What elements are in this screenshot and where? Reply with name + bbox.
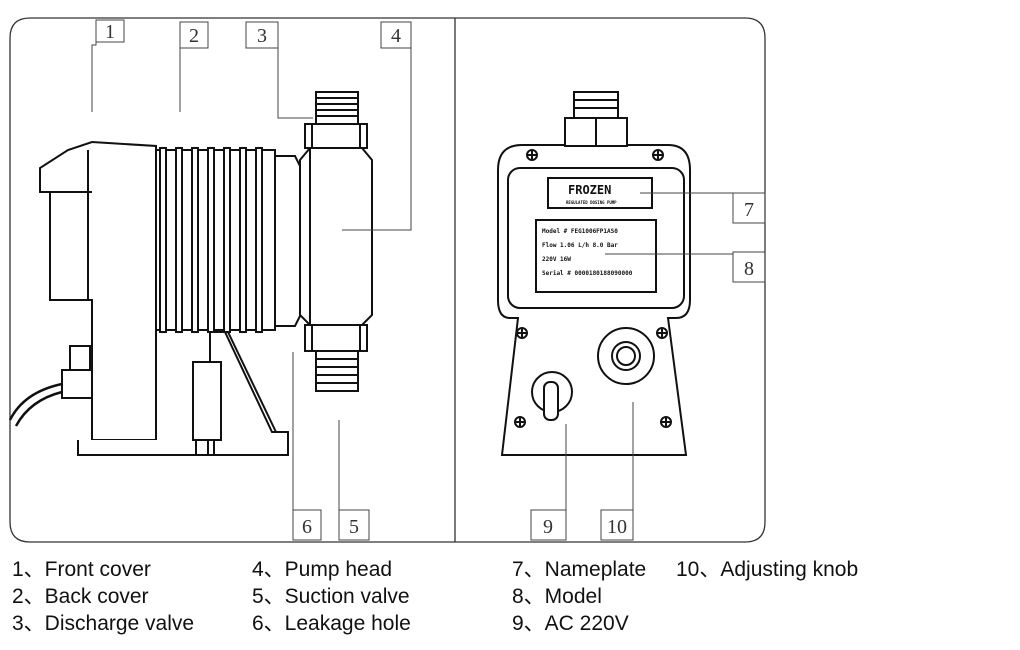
callout-10: 10 (607, 516, 627, 538)
callout-numbers: 1 2 3 4 5 6 7 8 9 10 (105, 21, 754, 538)
legend-column-2: 4、Pump head 5、Suction valve 6、Leakage ho… (252, 556, 411, 637)
callout-6: 6 (302, 516, 312, 538)
callout-8: 8 (744, 258, 754, 280)
model-plate-line-1: Model # FEG1006FP1AS0 (542, 228, 618, 235)
callout-leaders (91, 19, 766, 541)
screws (514, 149, 672, 428)
legend-item-model: 8、Model (512, 585, 602, 608)
nameplate-brand-sub: REGULATED DOSING PUMP (566, 200, 617, 205)
callout-9: 9 (543, 516, 553, 538)
legend-item-adjusting-knob: 10、Adjusting knob (676, 558, 859, 581)
side-view-pump (8, 91, 373, 456)
legend-item-front-cover: 1、Front cover (12, 558, 151, 581)
legend-item-back-cover: 2、Back cover (12, 585, 149, 608)
callout-4: 4 (391, 25, 401, 47)
model-plate-line-2: Flow 1.06 L/h 8.0 Bar (542, 242, 618, 249)
legend-column-4: 10、Adjusting knob (676, 556, 858, 583)
model-plate-line-3: 220V 16W (542, 256, 571, 263)
legend-column-1: 1、Front cover 2、Back cover 3、Discharge v… (12, 556, 194, 637)
legend-item-discharge-valve: 3、Discharge valve (12, 612, 195, 635)
legend-item-leakage-hole: 6、Leakage hole (252, 612, 411, 635)
front-view-pump (497, 91, 691, 456)
legend-item-pump-head: 4、Pump head (252, 558, 393, 581)
diagram-frame (9, 17, 766, 543)
callout-5: 5 (349, 516, 359, 538)
legend-item-nameplate: 7、Nameplate (512, 558, 647, 581)
callout-7: 7 (744, 199, 754, 221)
callout-3: 3 (257, 25, 267, 47)
callout-2: 2 (189, 25, 199, 47)
nameplate-brand: FROZEN (568, 183, 611, 197)
callout-1: 1 (105, 21, 115, 43)
header-fragment: series (98, 0, 156, 3)
legend-item-ac-220v: 9、AC 220V (512, 612, 629, 635)
cooling-fins (159, 147, 263, 333)
model-plate-line-4: Serial # 0000180188090000 (542, 270, 633, 277)
legend-column-3: 7、Nameplate 8、Model 9、AC 220V (512, 556, 646, 637)
legend-item-suction-valve: 5、Suction valve (252, 585, 410, 608)
